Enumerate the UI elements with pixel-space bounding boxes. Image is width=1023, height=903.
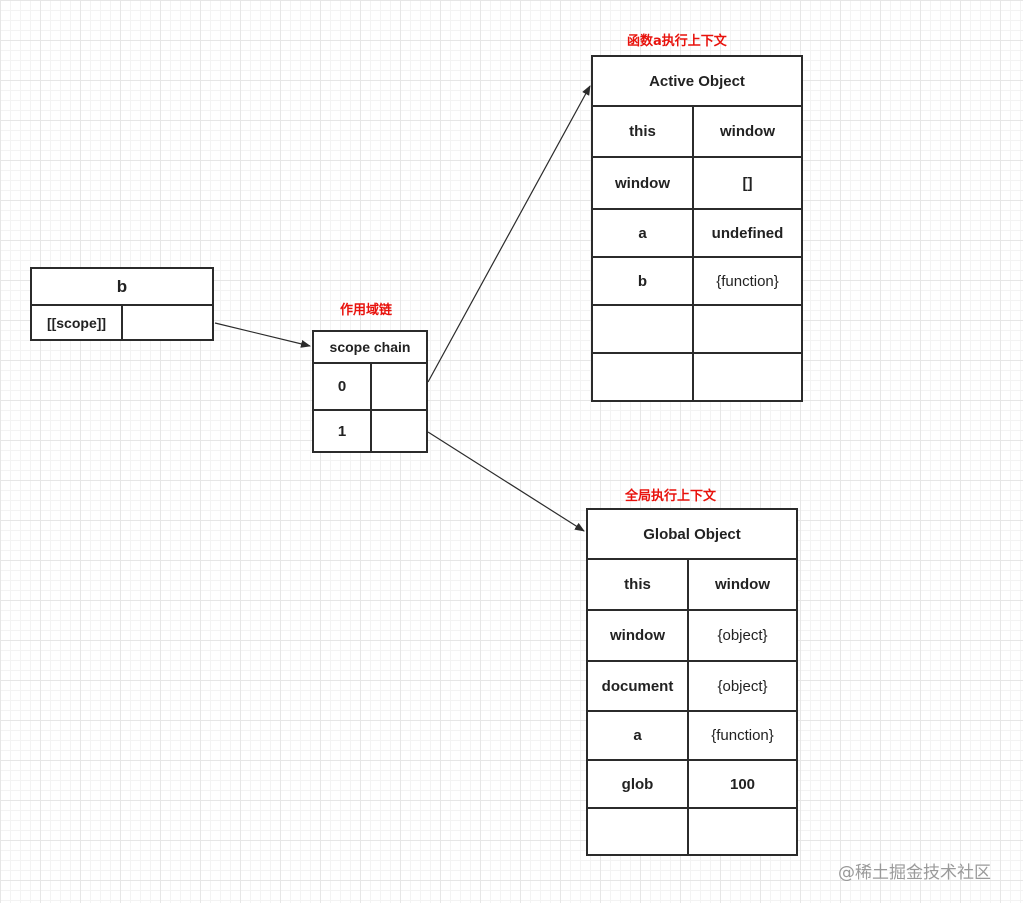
arrow-b-to-scope-chain [214,322,311,348]
active-object-box: Active Object this window window [] a un… [591,55,803,402]
global-object-caption: 全局执行上下文 [625,489,717,504]
divider [593,208,801,210]
global-object-key: glob [621,775,654,793]
scope-slot-value [123,306,212,339]
global-object-key: this [624,576,651,593]
global-object-value: {object} [717,677,768,695]
divider [314,362,426,364]
active-object-value [694,354,801,400]
scope-chain-ref [372,364,426,409]
global-object-value: 100 [729,775,756,793]
global-object-key: window [610,627,665,644]
global-object-box: Global Object this window window {object… [586,508,798,856]
divider [593,352,801,354]
divider [593,105,801,107]
active-object-value [694,306,801,352]
global-object-key: document [601,677,674,695]
divider [593,156,801,158]
active-object-value: {function} [716,272,779,290]
scope-chain-box: scope chain 0 1 [312,330,428,453]
scope-chain-index: 0 [337,378,347,395]
active-object-value: undefined [711,224,784,242]
divider [314,409,426,411]
divider [593,304,801,306]
divider [370,364,372,451]
active-object-caption: 函数a执行上下文 [627,34,727,49]
active-object-key [593,354,692,400]
active-object-key: a [638,224,647,242]
divider [687,560,689,854]
global-object-value: {object} [717,627,768,644]
global-object-value: {function} [711,727,774,744]
divider [588,759,796,761]
active-object-key: b [637,272,648,290]
active-object-key: this [629,123,656,140]
active-object-value: [] [742,174,753,192]
b-object-box: b [[scope]] [30,267,214,341]
divider [32,304,212,306]
b-object-title: b [116,276,128,296]
active-object-key [593,306,692,352]
divider [692,107,694,400]
global-object-key [588,809,687,854]
divider [588,609,796,611]
active-object-value: window [720,123,775,140]
arrow-scope-0-to-active-object [427,85,591,383]
divider [588,710,796,712]
active-object-key: window [615,174,670,192]
active-object-title: Active Object [649,72,745,90]
global-object-value: window [715,576,770,593]
divider [588,558,796,560]
scope-slot-label: [[scope]] [46,314,107,331]
scope-chain-title: scope chain [329,339,411,355]
global-object-value [689,809,796,854]
watermark-text: @稀土掘金技术社区 [838,863,991,883]
divider [593,256,801,258]
divider [588,807,796,809]
global-object-key: a [633,727,642,744]
divider [588,660,796,662]
scope-chain-index: 1 [337,422,347,440]
global-object-title: Global Object [643,525,741,543]
scope-chain-caption: 作用域链 [340,303,393,318]
divider [121,306,123,339]
arrow-scope-1-to-global-object [427,431,585,532]
scope-chain-ref [372,411,426,451]
